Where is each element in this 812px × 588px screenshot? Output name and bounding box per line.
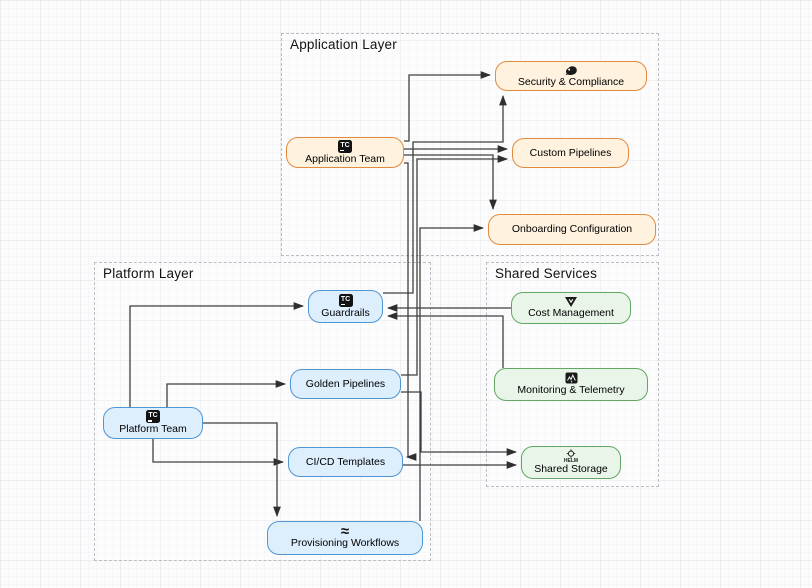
teamcity-icon: TC <box>338 139 352 153</box>
node-guardrails[interactable]: TC Guardrails <box>308 290 383 323</box>
node-custom-pipelines[interactable]: Custom Pipelines <box>512 138 629 168</box>
container-label: Platform Layer <box>103 266 194 281</box>
monitoring-icon <box>565 372 578 384</box>
security-agent-icon <box>564 64 578 76</box>
container-label: Shared Services <box>495 266 598 281</box>
node-golden-pipelines[interactable]: Golden Pipelines <box>290 369 401 399</box>
node-label: Onboarding Configuration <box>511 223 633 236</box>
node-label: Guardrails <box>321 306 370 319</box>
node-label: Custom Pipelines <box>529 146 612 159</box>
node-label: Cost Management <box>528 306 614 319</box>
node-label: Golden Pipelines <box>305 377 386 390</box>
workflow-wave-icon: ≈ <box>340 523 350 541</box>
node-cost-management[interactable]: Cost Management <box>511 292 631 324</box>
node-security-compliance[interactable]: Security & Compliance <box>495 61 647 91</box>
node-cicd-templates[interactable]: CI/CD Templates <box>288 447 403 477</box>
node-label: Monitoring & Telemetry <box>517 384 625 397</box>
node-platform-team[interactable]: TC Platform Team <box>103 407 203 439</box>
node-application-team[interactable]: TC Application Team <box>286 137 404 168</box>
helm-wheel-icon: HELM <box>561 449 581 463</box>
teamcity-icon: TC <box>146 410 160 424</box>
node-label: Security & Compliance <box>517 75 625 88</box>
teamcity-icon: TC <box>338 293 353 307</box>
node-shared-storage[interactable]: HELM Shared Storage <box>521 446 621 479</box>
node-monitoring-telemetry[interactable]: Monitoring & Telemetry <box>494 368 648 401</box>
node-label: CI/CD Templates <box>305 455 386 468</box>
node-label: Platform Team <box>119 423 187 436</box>
node-label: Shared Storage <box>534 463 608 476</box>
svg-text:HELM: HELM <box>564 458 578 463</box>
node-label: Application Team <box>305 152 385 165</box>
vault-triangle-icon <box>565 296 577 307</box>
container-label: Application Layer <box>290 37 397 52</box>
node-onboarding-configuration[interactable]: Onboarding Configuration <box>488 214 656 245</box>
node-label: Provisioning Workflows <box>290 537 400 550</box>
node-provisioning-workflows[interactable]: ≈ Provisioning Workflows <box>267 521 423 555</box>
